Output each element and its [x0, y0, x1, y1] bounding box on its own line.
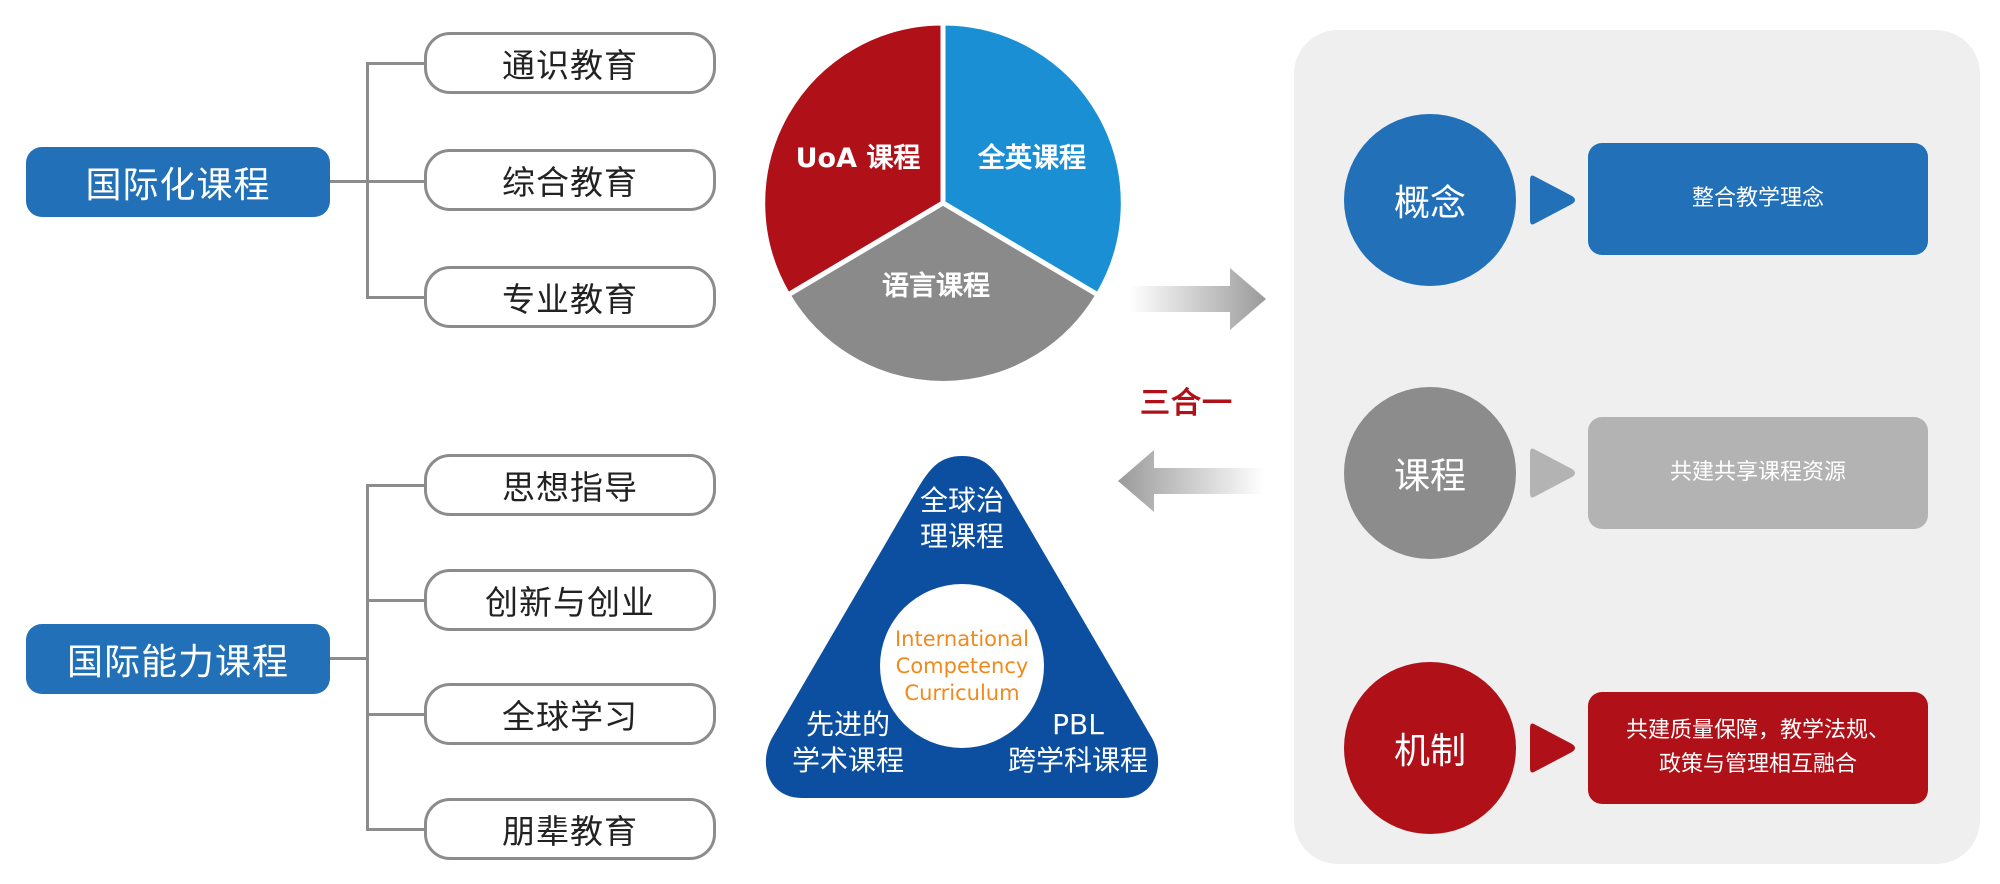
circle-mechanism: 机制: [1344, 662, 1516, 834]
connector-line: [366, 484, 369, 830]
pie-segment-language: [784, 200, 1102, 386]
triangle-left-label-1: 先进的: [806, 708, 890, 741]
course-pie: UoA 课程 全英课程 语言课程: [760, 20, 1126, 386]
pie-label-uoa: UoA 课程: [796, 143, 921, 174]
pointer-triangle-concept: [1530, 175, 1575, 225]
arrow-left: [1118, 450, 1264, 512]
triangle-right-label-2: 跨学科课程: [1008, 744, 1148, 777]
pointer-triangle-mechanism: [1530, 723, 1575, 773]
competency-triangle: 全球治 理课程 International Competency Curricu…: [765, 456, 1159, 798]
circle-concept: 概念: [1344, 114, 1516, 286]
node-peer-education: 朋辈教育: [424, 798, 716, 860]
circle-courses: 课程: [1344, 387, 1516, 559]
pointer-triangle-courses: [1530, 448, 1575, 498]
pie-label-english: 全英课程: [977, 142, 1086, 174]
box-quality-assurance: 共建质量保障，教学法规、 政策与管理相互融合: [1588, 692, 1928, 804]
node-professional-education: 专业教育: [424, 266, 716, 328]
connector-line: [366, 62, 426, 65]
connector-line: [330, 657, 368, 660]
node-global-learning: 全球学习: [424, 683, 716, 745]
connector-line: [366, 713, 426, 716]
node-innovation-entrepreneurship: 创新与创业: [424, 569, 716, 631]
box-integrate-teaching-philosophy: 整合教学理念: [1588, 143, 1928, 255]
connector-line: [366, 828, 426, 831]
connector-line: [330, 180, 368, 183]
pie-label-language: 语言课程: [882, 271, 990, 302]
node-ideological-guidance: 思想指导: [424, 454, 716, 516]
node-general-education: 通识教育: [424, 32, 716, 94]
triangle-top-label-1: 全球治: [920, 484, 1004, 517]
connector-line: [366, 180, 426, 183]
triangle-center-line-3: Curriculum: [904, 681, 1019, 705]
root-internationalization-courses: 国际化课程: [26, 147, 330, 217]
connector-line: [366, 599, 426, 602]
box-shared-course-resources: 共建共享课程资源: [1588, 417, 1928, 529]
triangle-center-line-1: International: [895, 627, 1029, 651]
box-quality-assurance-line-1: 共建质量保障，教学法规、: [1625, 718, 1890, 743]
arrow-right: [1130, 268, 1266, 330]
root-international-competency-courses: 国际能力课程: [26, 624, 330, 694]
node-comprehensive-education: 综合教育: [424, 149, 716, 211]
triangle-top-label-2: 理课程: [920, 520, 1004, 553]
three-in-one-label: 三合一: [1140, 386, 1233, 421]
box-quality-assurance-line-2: 政策与管理相互融合: [1658, 752, 1857, 777]
triangle-center-line-2: Competency: [896, 654, 1029, 678]
connector-line: [366, 296, 426, 299]
connector-line: [366, 484, 426, 487]
triangle-right-label-1: PBL: [1052, 708, 1104, 741]
triangle-center-circle: [880, 584, 1044, 748]
triangle-left-label-2: 学术课程: [792, 744, 904, 777]
